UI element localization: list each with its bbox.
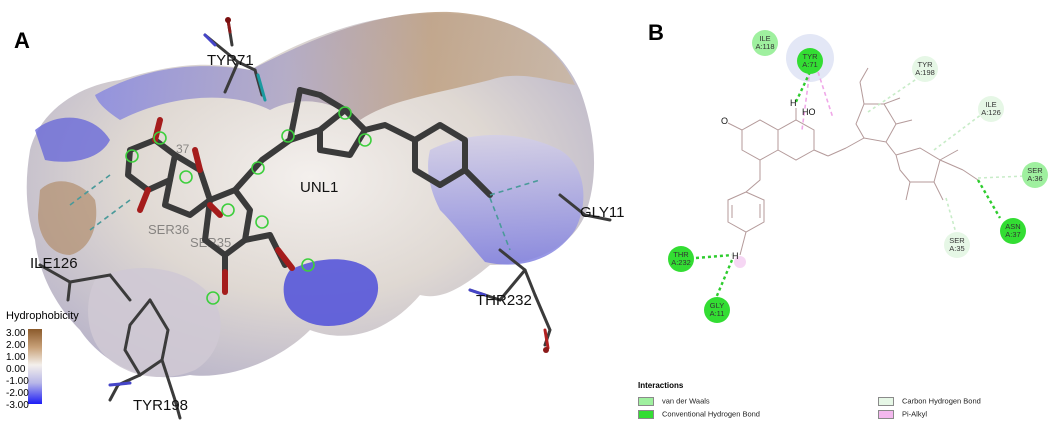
residue-name: TYR	[917, 60, 933, 69]
residue-node-tyr198: TYR A:198	[912, 56, 938, 82]
interactions-legend-title: Interactions	[638, 381, 684, 390]
residue-id: A:232	[671, 258, 691, 267]
pi-alkyl-lines	[801, 69, 834, 131]
legend-label: Carbon Hydrogen Bond	[902, 396, 981, 406]
atom-label-h: H	[790, 98, 797, 108]
panel-a-letter: A	[14, 28, 30, 53]
label-ser35-ghost: SER35	[190, 235, 232, 250]
legend-label: Pi-Alkyl	[902, 409, 928, 419]
hydrophobicity-tick: 2.00	[6, 340, 26, 351]
residue-name: THR	[673, 250, 689, 259]
ligand-unl1	[125, 87, 493, 305]
protein-surface-left-blue	[35, 117, 110, 162]
residue-node-ile118: ILE A:118	[752, 30, 778, 56]
legend-swatch	[878, 396, 894, 406]
ligand-2d-diagram	[695, 34, 1027, 299]
residue-id: A:71	[802, 60, 818, 69]
binding-pocket-3d-render	[26, 11, 612, 420]
label-ser36-ghost: SER36	[148, 222, 190, 237]
hydrophobicity-tick: 1.00	[6, 352, 26, 363]
residue-id: A:198	[915, 68, 935, 77]
residue-name: ASN	[1005, 222, 1021, 231]
hydrophobicity-tick: -2.00	[6, 388, 29, 399]
hydrophobicity-tick: -1.00	[6, 376, 29, 387]
hydrophobicity-color-bar	[28, 329, 42, 404]
legend-item-van-der-waals: van der Waals	[638, 396, 710, 406]
residue-name: GLY	[709, 301, 725, 310]
legend-label: Conventional Hydrogen Bond	[662, 409, 760, 419]
residue-node-asn37: ASN A:37	[1000, 218, 1026, 244]
legend-item-pi-alkyl: Pi-Alkyl	[878, 409, 927, 419]
legend-label: van der Waals	[662, 396, 710, 406]
residue-name: SER	[949, 236, 965, 245]
label-tyr71: TYR71	[207, 52, 254, 69]
atom-label-o: O	[721, 116, 729, 126]
panel-a-3d-binding-pose: A	[6, 11, 625, 420]
hydrophobicity-tick: -3.00	[6, 400, 29, 411]
residue-node-ile126: ILE A:126	[978, 96, 1004, 122]
protein-surface-bottom-left-lobe	[88, 268, 221, 378]
hydrophobicity-tick: 3.00	[6, 328, 26, 339]
label-ile126: ILE126	[30, 255, 78, 272]
residue-sticks	[38, 18, 612, 420]
legend-swatch	[638, 409, 654, 419]
hydroxyl-halo	[734, 256, 746, 268]
atom-label-h: H	[732, 251, 739, 261]
protein-surface-bottom-blue-lobe	[283, 259, 379, 326]
conventional-hbond-lines	[695, 71, 1002, 299]
residue-id: A:126	[981, 108, 1001, 117]
panel-b-2d-interaction-map: B	[628, 0, 1052, 423]
residue-node-thr232: THR A:232	[668, 246, 694, 272]
label-asn37-ghost: 37	[176, 142, 190, 156]
panel-b-letter: B	[648, 20, 664, 45]
atom-label-ho: HO	[802, 107, 816, 117]
hydrophobicity-legend-title: Hydrophobicity	[6, 310, 79, 322]
residue-name: TYR	[802, 52, 818, 61]
protein-surface-upper-ridge	[95, 11, 575, 120]
label-tyr198: TYR198	[133, 397, 189, 414]
residue-node-ser35: SER A:35	[944, 232, 970, 258]
protein-surface-left-brown	[38, 181, 97, 255]
residue-node-ser36: SER A:36	[1022, 162, 1048, 188]
legend-item-conventional-hydrogen-bond: Conventional Hydrogen Bond	[638, 409, 760, 419]
residue-id: A:36	[1027, 174, 1043, 183]
hydrophobicity-tick: 0.00	[6, 364, 26, 375]
legend-swatch	[638, 396, 654, 406]
legend-swatch	[878, 409, 894, 419]
label-thr232: THR232	[476, 292, 532, 309]
residue-node-tyr71: TYR A:71	[797, 48, 823, 74]
label-unl1: UNL1	[300, 179, 339, 196]
residue-name: ILE	[985, 100, 997, 109]
residue-id: A:118	[755, 42, 775, 51]
label-gly11: GLY11	[580, 204, 625, 221]
hbond-dashes-3d	[69, 174, 541, 251]
legend-item-carbon-hydrogen-bond: Carbon Hydrogen Bond	[878, 396, 981, 406]
residue-name: SER	[1027, 166, 1043, 175]
residue-node-gly11: GLY A:11	[704, 297, 730, 323]
residue-id: A:35	[949, 244, 965, 253]
ligand-skeleton	[727, 67, 979, 256]
residue-name: ILE	[759, 34, 771, 43]
residue-id: A:37	[1005, 230, 1021, 239]
residue-id: A:11	[709, 309, 725, 318]
